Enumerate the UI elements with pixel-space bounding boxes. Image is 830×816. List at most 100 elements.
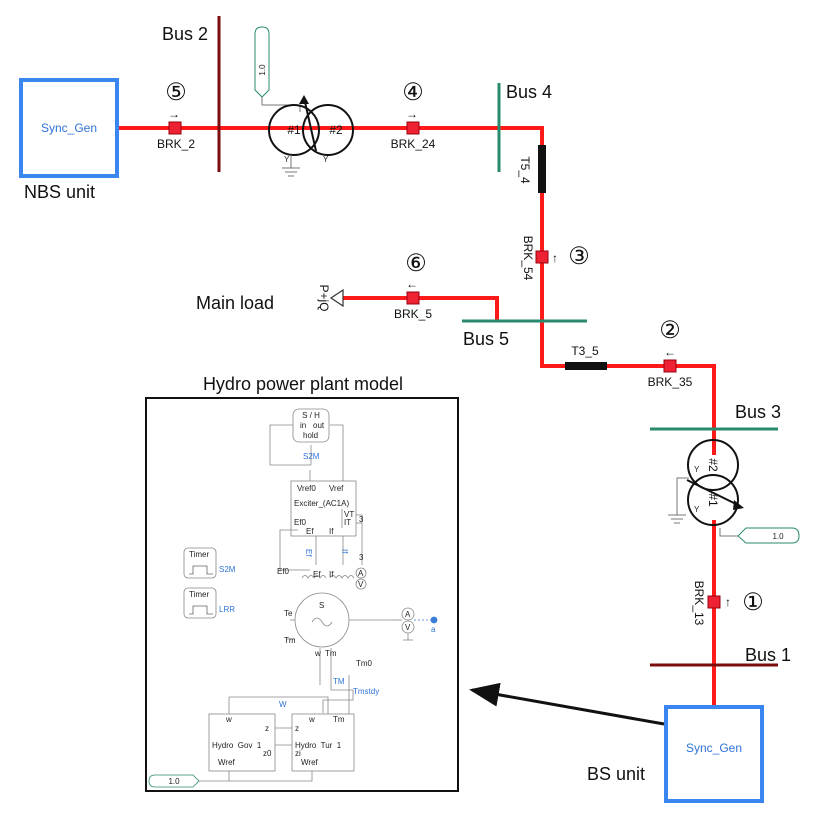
tur-tm: Tm xyxy=(333,715,345,724)
hydro-const-value: 1.0 xyxy=(168,777,180,786)
tap-constant-box-right xyxy=(737,527,800,544)
sequence-5: ⑤ xyxy=(165,79,187,106)
exc-3-bottom: 3 xyxy=(359,553,364,562)
line-t3-5-to-bus3 xyxy=(607,364,716,455)
tap-link-right xyxy=(719,528,738,537)
s2m-signal: S2M xyxy=(303,452,320,461)
tap-constant-right: 1.0 xyxy=(772,532,784,541)
breaker-brk-24[interactable] xyxy=(406,121,420,135)
bs-unit-label: BS unit xyxy=(587,764,645,784)
tap-link-top xyxy=(261,97,301,112)
bs-sync-gen-block[interactable] xyxy=(664,705,764,803)
brk-13-arrow: ↑ xyxy=(725,595,731,609)
gov-z: z xyxy=(265,724,269,733)
meter-a xyxy=(401,607,415,621)
hydro-const-box xyxy=(148,774,200,788)
exc-ef: Ef xyxy=(306,527,314,536)
svg-text:Y: Y xyxy=(323,155,329,164)
sample-hold-block[interactable] xyxy=(292,408,330,443)
nbs-sync-gen-block[interactable] xyxy=(19,78,119,178)
timer-lrr-signal: LRR xyxy=(219,605,235,614)
breaker-brk-2[interactable] xyxy=(168,121,182,135)
winding-1-top xyxy=(268,104,320,156)
timer-lrr-title: Timer xyxy=(189,590,209,599)
winding-2-label-top: #2 xyxy=(329,123,343,137)
brk-13-label: BRK_13 xyxy=(692,581,706,626)
xfmr-right-ground-wire xyxy=(676,477,689,515)
winding-2-top xyxy=(302,104,354,156)
bus-5-label: Bus 5 xyxy=(463,329,509,349)
breaker-brk-54[interactable] xyxy=(535,250,549,264)
sh-title: S / H xyxy=(302,411,320,420)
hydro-model-inner xyxy=(148,408,438,788)
svg-text:Y: Y xyxy=(694,505,700,514)
hydro-labels: S / H in out hold S2M Vref0 Vref Exciter… xyxy=(168,411,436,786)
nbs-unit-label: NBS unit xyxy=(24,182,95,202)
brk-24-arrow: → xyxy=(406,107,418,121)
hydro-gov-block[interactable] xyxy=(208,713,276,772)
sequence-2: ② xyxy=(659,317,681,344)
timer-lrr[interactable] xyxy=(183,587,217,619)
tap-constant-box-top xyxy=(254,26,270,98)
brk-54-arrow: ↑ xyxy=(552,251,558,265)
bus-4-label: Bus 4 xyxy=(506,82,552,102)
if-blue: If xyxy=(340,549,349,554)
timer-s2m-signal: S2M xyxy=(219,565,236,574)
brk-35-arrow: ← xyxy=(664,345,676,359)
tur-w: w xyxy=(308,715,315,724)
sh-in: in xyxy=(300,421,306,430)
winding-2-right xyxy=(687,439,739,491)
tur-zi: zi xyxy=(295,749,301,758)
brk-5-label: BRK_5 xyxy=(394,307,432,321)
winding-1-right xyxy=(687,474,739,526)
tm-blue: TM xyxy=(333,677,345,686)
svg-text:Y: Y xyxy=(284,155,290,164)
line-t5-4-to-t3-5 xyxy=(540,193,565,368)
gen-s: S xyxy=(319,601,324,610)
exc-if: If xyxy=(329,527,334,536)
gov-wref: Wref xyxy=(218,758,236,767)
line-nbs-to-bus4 xyxy=(118,126,544,145)
ef0-side: Ef0 xyxy=(277,567,290,576)
breaker-brk-35[interactable] xyxy=(663,359,677,373)
if-mid: If xyxy=(329,570,334,579)
winding-2-label-right: #2 xyxy=(706,458,720,472)
exc-name: Exciter_(AC1A) xyxy=(294,499,349,508)
line-t3-5[interactable] xyxy=(565,362,607,370)
main-load[interactable] xyxy=(329,288,344,308)
meter-a-label: A xyxy=(405,610,411,619)
winding-1-label-top: #1 xyxy=(287,123,301,137)
sequence-4: ④ xyxy=(402,79,424,106)
pointer-arrow xyxy=(469,682,665,726)
gen-te: Te xyxy=(284,609,293,618)
brk-54-label: BRK_54 xyxy=(521,236,535,281)
timer-s2m[interactable] xyxy=(183,547,217,579)
nbs-sync-gen-label: Sync_Gen xyxy=(41,121,97,135)
winding-1-label-right: #1 xyxy=(706,493,720,507)
meter-v-small-label: V xyxy=(358,580,364,589)
tmstdy: Tmstdy xyxy=(353,687,379,696)
line-t5-4[interactable] xyxy=(538,145,546,193)
nbs-generator[interactable]: Sync_Gen xyxy=(19,78,119,178)
transformer-top[interactable]: 1.0 #1 #2 Y Y xyxy=(254,26,354,177)
hydro-title: Hydro power plant model xyxy=(203,374,403,394)
exc-vref: Vref xyxy=(329,484,344,493)
tap-arrow-right xyxy=(686,479,739,506)
exciter-block[interactable] xyxy=(290,480,357,537)
tur-wref: Wref xyxy=(301,758,319,767)
hydro-tur-block[interactable] xyxy=(291,713,355,772)
load-symbol xyxy=(329,288,344,308)
transformer-right[interactable]: #2 #1 1.0 Y Y xyxy=(668,439,800,544)
exc-ef0: Ef0 xyxy=(294,518,307,527)
bus-3-label: Bus 3 xyxy=(735,402,781,422)
line-t5-4-label: T5_4 xyxy=(518,156,532,184)
tur-name: Hydro Tur 1 xyxy=(295,741,342,750)
breaker-brk-13[interactable] xyxy=(707,595,721,609)
bs-generator[interactable]: Sync_Gen xyxy=(664,705,764,803)
meter-v-small xyxy=(355,578,367,590)
tur-z: z xyxy=(295,724,299,733)
line-t3-5-label: T3_5 xyxy=(571,344,599,358)
breaker-brk-5[interactable] xyxy=(406,291,420,305)
gov-name: Hydro Gov 1 xyxy=(212,741,262,750)
gen-tm-bottom: Tm xyxy=(325,649,337,658)
